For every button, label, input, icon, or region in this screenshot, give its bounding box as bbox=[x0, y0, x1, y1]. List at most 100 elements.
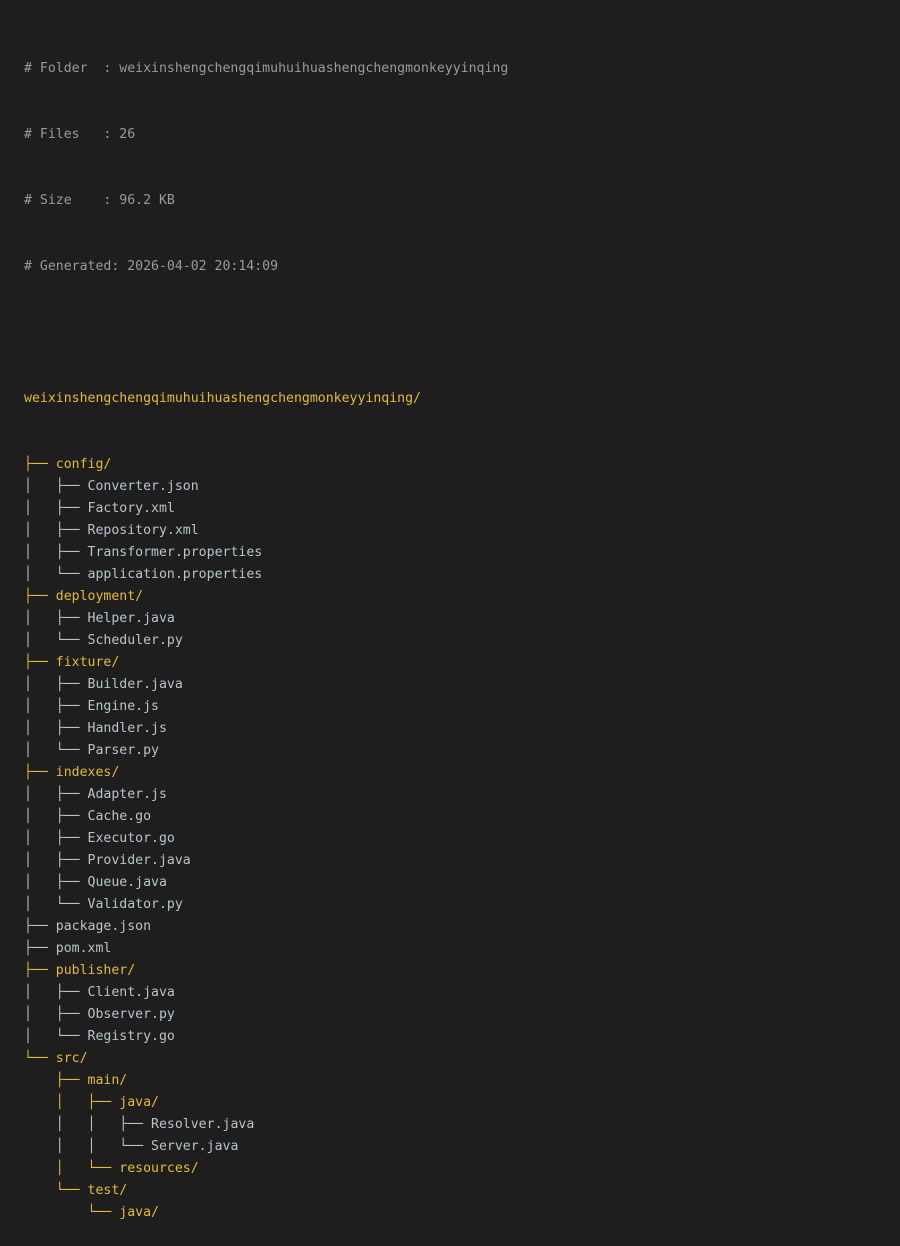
folder-name: resources/ bbox=[119, 1161, 199, 1176]
tree-file[interactable]: │ ├── Repository.xml bbox=[24, 520, 876, 542]
tree-file[interactable]: │ ├── Adapter.js bbox=[24, 784, 876, 806]
tree-folder[interactable]: ├── main/ bbox=[24, 1070, 876, 1092]
tree-file[interactable]: │ ├── Builder.java bbox=[24, 674, 876, 696]
folder-name: src/ bbox=[55, 1051, 88, 1066]
tree-branch-glyph: │ └── bbox=[24, 743, 88, 758]
tree-lines: ├── config/│ ├── Converter.json│ ├── Fac… bbox=[24, 454, 876, 1224]
tree-branch-glyph: │ ├── bbox=[24, 523, 88, 538]
tree-branch-glyph: │ ├── bbox=[24, 677, 88, 692]
tree-file[interactable]: │ └── Parser.py bbox=[24, 740, 876, 762]
tree-branch-glyph: ├── bbox=[24, 589, 56, 604]
tree-branch-glyph: ├── bbox=[24, 457, 56, 472]
tree-folder[interactable]: ├── deployment/ bbox=[24, 586, 876, 608]
tree-file[interactable]: │ └── Scheduler.py bbox=[24, 630, 876, 652]
tree-branch-glyph: │ ├── bbox=[24, 545, 88, 560]
folder-name: config/ bbox=[55, 457, 112, 472]
folder-name: java/ bbox=[119, 1095, 159, 1110]
tree-branch-glyph: │ └── bbox=[24, 1029, 88, 1044]
tree-file[interactable]: │ ├── Provider.java bbox=[24, 850, 876, 872]
file-name: Cache.go bbox=[87, 809, 152, 824]
tree-folder[interactable]: │ └── resources/ bbox=[24, 1158, 876, 1180]
files-meta: # Files : 26 bbox=[24, 127, 136, 142]
file-name: Helper.java bbox=[87, 611, 175, 626]
file-name: Handler.js bbox=[87, 721, 167, 736]
folder-meta: # Folder : weixinshengchengqimuhuihuashe… bbox=[24, 61, 509, 76]
tree-branch-glyph: │ └── bbox=[24, 897, 88, 912]
tree-file[interactable]: ├── pom.xml bbox=[24, 938, 876, 960]
tree-branch-glyph: │ ├── bbox=[24, 985, 88, 1000]
file-name: Validator.py bbox=[87, 897, 183, 912]
tree-file[interactable]: │ ├── Cache.go bbox=[24, 806, 876, 828]
tree-file[interactable]: │ ├── Converter.json bbox=[24, 476, 876, 498]
size-meta: # Size : 96.2 KB bbox=[24, 193, 175, 208]
tree-branch-glyph: │ └── bbox=[24, 1161, 120, 1176]
tree-folder[interactable]: └── src/ bbox=[24, 1048, 876, 1070]
file-name: Parser.py bbox=[87, 743, 159, 758]
file-name: Transformer.properties bbox=[87, 545, 263, 560]
folder-name: deployment/ bbox=[55, 589, 144, 604]
tree-folder[interactable]: ├── publisher/ bbox=[24, 960, 876, 982]
generated-meta: # Generated: 2026-04-02 20:14:09 bbox=[24, 259, 279, 274]
file-name: Registry.go bbox=[87, 1029, 175, 1044]
tree-file[interactable]: │ │ ├── Resolver.java bbox=[24, 1114, 876, 1136]
tree-branch-glyph: │ ├── bbox=[24, 1095, 120, 1110]
tree-file[interactable]: │ └── Registry.go bbox=[24, 1026, 876, 1048]
tree-file[interactable]: │ ├── Helper.java bbox=[24, 608, 876, 630]
tree-branch-glyph: └── bbox=[24, 1051, 56, 1066]
tree-folder[interactable]: └── java/ bbox=[24, 1202, 876, 1224]
file-name: Adapter.js bbox=[87, 787, 167, 802]
tree-branch-glyph: ├── bbox=[24, 919, 56, 934]
tree-file[interactable]: │ ├── Factory.xml bbox=[24, 498, 876, 520]
file-name: pom.xml bbox=[55, 941, 112, 956]
file-name: Resolver.java bbox=[151, 1117, 255, 1132]
tree-branch-glyph: │ ├── bbox=[24, 721, 88, 736]
tree-file[interactable]: │ ├── Engine.js bbox=[24, 696, 876, 718]
tree-branch-glyph: │ └── bbox=[24, 567, 88, 582]
tree-folder[interactable]: └── test/ bbox=[24, 1180, 876, 1202]
root-folder[interactable]: weixinshengchengqimuhuihuashengchengmonk… bbox=[24, 391, 421, 406]
file-name: Server.java bbox=[151, 1139, 239, 1154]
tree-file[interactable]: │ │ └── Server.java bbox=[24, 1136, 876, 1158]
tree-branch-glyph: │ ├── bbox=[24, 501, 88, 516]
tree-folder[interactable]: ├── config/ bbox=[24, 454, 876, 476]
tree-file[interactable]: │ ├── Transformer.properties bbox=[24, 542, 876, 564]
file-name: package.json bbox=[55, 919, 152, 934]
tree-file[interactable]: │ ├── Queue.java bbox=[24, 872, 876, 894]
file-name: Converter.json bbox=[87, 479, 199, 494]
tree-branch-glyph: │ ├── bbox=[24, 699, 88, 714]
tree-file[interactable]: │ ├── Client.java bbox=[24, 982, 876, 1004]
tree-branch-glyph: └── bbox=[24, 1183, 88, 1198]
tree-branch-glyph: │ └── bbox=[24, 633, 88, 648]
file-name: application.properties bbox=[87, 567, 263, 582]
tree-branch-glyph: ├── bbox=[24, 655, 56, 670]
tree-file[interactable]: │ ├── Observer.py bbox=[24, 1004, 876, 1026]
tree-branch-glyph: │ ├── bbox=[24, 479, 88, 494]
folder-name: main/ bbox=[87, 1073, 128, 1088]
tree-branch-glyph: │ ├── bbox=[24, 787, 88, 802]
folder-name: test/ bbox=[87, 1183, 128, 1198]
tree-branch-glyph: └── bbox=[24, 1205, 120, 1220]
tree-branch-glyph: │ │ └── bbox=[24, 1139, 152, 1154]
tree-branch-glyph: │ ├── bbox=[24, 611, 88, 626]
file-name: Repository.xml bbox=[87, 523, 199, 538]
tree-branch-glyph: │ ├── bbox=[24, 875, 88, 890]
folder-name: fixture/ bbox=[55, 655, 120, 670]
folder-name: indexes/ bbox=[55, 765, 120, 780]
file-name: Observer.py bbox=[87, 1007, 175, 1022]
tree-branch-glyph: ├── bbox=[24, 1073, 88, 1088]
file-name: Factory.xml bbox=[87, 501, 175, 516]
tree-file[interactable]: │ └── application.properties bbox=[24, 564, 876, 586]
tree-file[interactable]: ├── package.json bbox=[24, 916, 876, 938]
tree-file[interactable]: │ └── Validator.py bbox=[24, 894, 876, 916]
tree-folder[interactable]: ├── fixture/ bbox=[24, 652, 876, 674]
tree-file[interactable]: │ ├── Executor.go bbox=[24, 828, 876, 850]
tree-file[interactable]: │ ├── Handler.js bbox=[24, 718, 876, 740]
tree-folder[interactable]: ├── indexes/ bbox=[24, 762, 876, 784]
folder-name: publisher/ bbox=[55, 963, 136, 978]
tree-folder[interactable]: │ ├── java/ bbox=[24, 1092, 876, 1114]
tree-branch-glyph: │ │ ├── bbox=[24, 1117, 152, 1132]
file-name: Provider.java bbox=[87, 853, 191, 868]
tree-branch-glyph: ├── bbox=[24, 941, 56, 956]
file-name: Builder.java bbox=[87, 677, 183, 692]
